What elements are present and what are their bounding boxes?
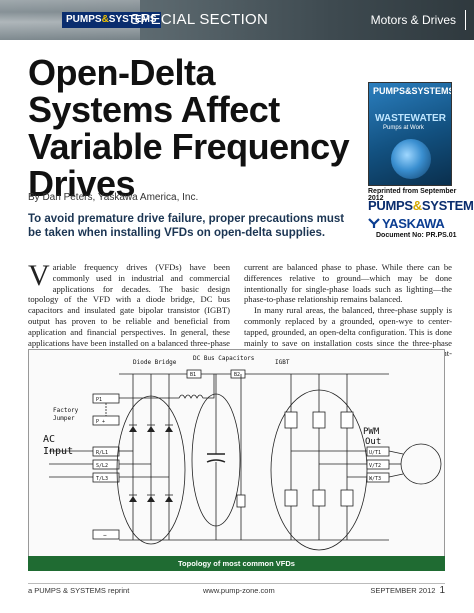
terminal-v <box>366 459 390 470</box>
diode-symbol <box>165 426 173 432</box>
igbt-switch <box>340 489 354 507</box>
motor-lead-u <box>388 450 404 455</box>
cover-subline: Pumps at Work <box>383 125 424 131</box>
diode-symbol <box>165 496 173 502</box>
label-dc-bus: DC Bus Capacitors <box>193 355 255 362</box>
braking-transistor <box>236 494 246 508</box>
diode-symbol <box>147 426 155 432</box>
igbt-switch <box>284 411 298 429</box>
terminal-w <box>366 472 390 483</box>
term-p1-text: P1 <box>96 397 102 403</box>
terminal-b2 <box>230 369 246 379</box>
pumps-systems-logo: PUMPS&SYSTEMS <box>368 198 474 213</box>
dc-link-inductor <box>119 374 215 399</box>
footer-website-link[interactable]: www.pump-zone.com <box>203 586 275 595</box>
term-neg-text: − <box>103 532 107 539</box>
label-jumper: Jumper <box>53 415 75 422</box>
page-footer: a PUMPS & SYSTEMS reprint www.pump-zone.… <box>28 585 445 600</box>
diode-symbol <box>129 426 137 432</box>
vfd-schematic: Diode Bridge DC Bus Capacitors IGBT Fact… <box>43 355 442 551</box>
label-pwm: PWM <box>363 427 380 437</box>
yaskawa-logo-icon <box>368 218 380 228</box>
byline: By Dan Peters, Yaskawa America, Inc. <box>28 192 199 203</box>
special-section-label: SPECIAL SECTION <box>130 11 269 28</box>
section-name: Motors & Drives <box>370 13 456 27</box>
terminal-negative <box>92 529 120 540</box>
cover-pump-graphic <box>391 139 431 179</box>
label-out: Out <box>365 437 381 447</box>
diode-symbol <box>147 496 155 502</box>
yaskawa-logo-text: YASKAWA <box>382 216 445 231</box>
article-title: Open-Delta Systems Affect Variable Frequ… <box>28 52 350 204</box>
term-b2-text: B2 <box>234 372 240 378</box>
brand-right: SYSTEMS <box>108 14 157 25</box>
term-t-text: T/L3 <box>96 476 108 482</box>
label-input: Input <box>43 446 73 457</box>
term-v-text: V/T2 <box>369 463 381 469</box>
label-factory: Factory <box>53 407 79 414</box>
article-deck: To avoid premature drive failure, proper… <box>28 213 345 239</box>
document-number: Document No: PR.PS.01 <box>376 232 457 239</box>
section-header: PUMPS&SYSTEMS SPECIAL SECTION Motors & D… <box>0 0 474 40</box>
label-ac: AC <box>43 434 55 445</box>
footer-date-text: SEPTEMBER 2012 <box>370 586 436 595</box>
cover-headline: WASTEWATER <box>375 113 446 124</box>
pumps-logo-left: PUMPS <box>368 198 413 213</box>
pumps-logo-amp: & <box>412 198 422 213</box>
term-u-text: U/T1 <box>369 450 381 456</box>
diode-symbols <box>129 426 173 502</box>
motor-lead-w <box>388 473 404 478</box>
page-number: 1 <box>439 585 445 596</box>
reprint-note: Reprinted from September 2012 <box>368 188 457 202</box>
header-divider <box>465 10 466 30</box>
header-brand-logo: PUMPS&SYSTEMS <box>62 12 161 28</box>
term-p2-text: P + <box>96 419 105 425</box>
pumps-logo-right: SYSTEMS <box>421 198 474 213</box>
magazine-cover-image: PUMPS&SYSTEMS WASTEWATER Pumps at Work <box>368 82 452 186</box>
term-w-text: W/T3 <box>369 476 381 482</box>
term-b1-text: B1 <box>190 372 196 378</box>
terminal-u <box>366 446 390 457</box>
term-r-text: R/L1 <box>96 450 108 456</box>
brand-left: PUMPS <box>66 14 102 25</box>
igbt-switch <box>312 489 326 507</box>
drop-cap: V <box>28 259 50 292</box>
terminal-b1 <box>186 369 202 379</box>
figure-caption: Topology of most common VFDs <box>28 556 445 571</box>
footer-reprint: a PUMPS & SYSTEMS reprint <box>28 586 130 595</box>
schematic-labels: Diode Bridge DC Bus Capacitors IGBT Fact… <box>43 355 381 539</box>
igbt-switches <box>284 411 354 507</box>
paragraph: current are balanced phase to phase. Whi… <box>244 262 452 305</box>
label-diode-bridge: Diode Bridge <box>133 359 177 366</box>
igbt-switch <box>340 411 354 429</box>
igbt-switch <box>312 411 326 429</box>
cover-logo: PUMPS&SYSTEMS <box>373 86 452 96</box>
brand-amp: & <box>101 14 109 25</box>
diode-symbol <box>129 496 137 502</box>
term-s-text: S/L2 <box>96 463 108 469</box>
terminal-r <box>92 446 120 457</box>
motor-symbol <box>400 443 442 485</box>
igbt-switch <box>284 489 298 507</box>
vfd-topology-figure: Diode Bridge DC Bus Capacitors IGBT Fact… <box>28 349 445 569</box>
capacitor-plate-bottom <box>206 459 226 463</box>
diode-bars <box>129 424 173 496</box>
terminal-t <box>92 472 120 483</box>
label-igbt: IGBT <box>275 359 290 366</box>
terminal-s <box>92 459 120 470</box>
footer-rule <box>28 583 445 584</box>
